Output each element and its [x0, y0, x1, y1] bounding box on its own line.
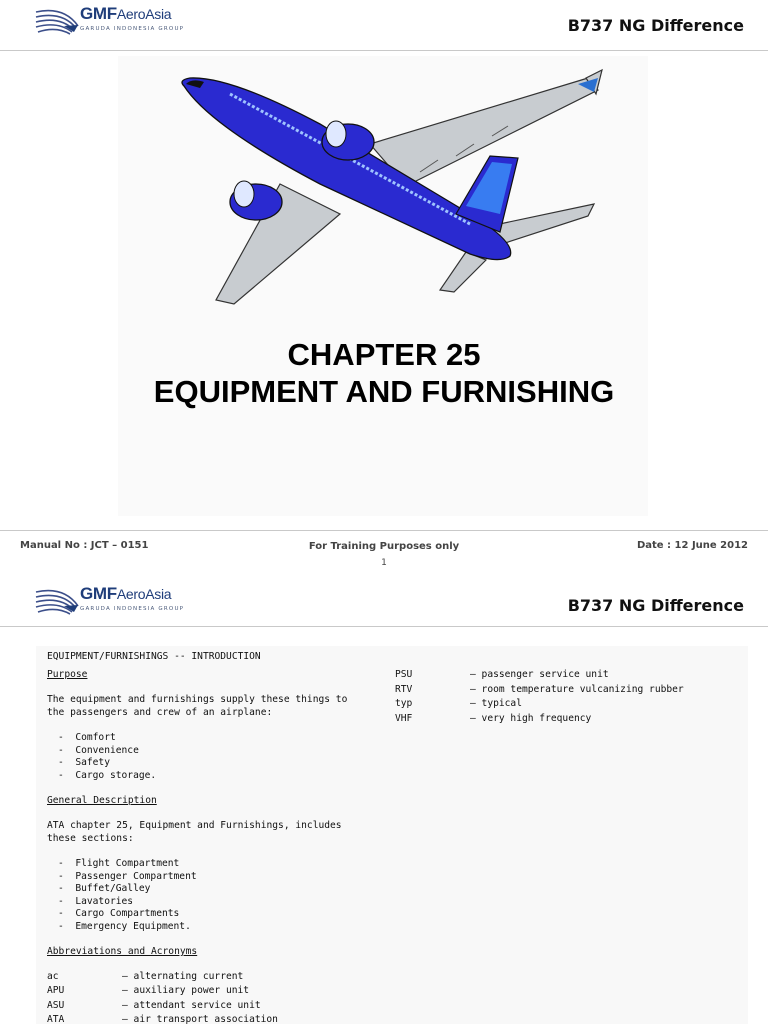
- airplane-illustration: [181, 68, 603, 305]
- abbr-term: ac: [47, 971, 59, 982]
- general-text-line-1: ATA chapter 25, Equipment and Furnishing…: [47, 820, 342, 831]
- abbr-definition: – typical: [470, 698, 522, 709]
- list-item: - Comfort: [58, 732, 116, 743]
- manual-number: Manual No : JCT – 0151: [20, 540, 149, 551]
- list-item: - Buffet/Galley: [58, 883, 151, 894]
- general-description-heading: General Description: [47, 795, 157, 806]
- content-panel: [36, 646, 748, 1024]
- abbr-term: PSU: [395, 669, 413, 680]
- page-footer: Manual No : JCT – 0151 For Training Purp…: [0, 532, 768, 572]
- abbreviations-heading: Abbreviations and Acronyms: [47, 946, 198, 957]
- abbr-definition: – attendant service unit: [122, 1000, 261, 1011]
- list-item: - Flight Compartment: [58, 858, 180, 869]
- list-item: - Lavatories: [58, 896, 134, 907]
- header-divider: [0, 626, 768, 627]
- abbr-definition: – auxiliary power unit: [122, 985, 250, 996]
- abbr-term: VHF: [395, 713, 413, 724]
- abbr-definition: – air transport association: [122, 1014, 278, 1024]
- list-item: - Cargo storage.: [58, 770, 157, 781]
- abbr-term: RTV: [395, 684, 413, 695]
- slide-page-1: GMFAeroAsia GARUDA INDONESIA GROUP B737 …: [0, 0, 768, 572]
- purpose-text-line-2: the passengers and crew of an airplane:: [47, 707, 273, 718]
- list-item: - Emergency Equipment.: [58, 921, 191, 932]
- section-title: EQUIPMENT/FURNISHINGS -- INTRODUCTION: [47, 651, 261, 662]
- list-item: - Passenger Compartment: [58, 871, 197, 882]
- chapter-number: CHAPTER 25: [287, 337, 481, 372]
- gmf-logo-icon: [35, 9, 79, 35]
- slide-canvas: [118, 56, 648, 516]
- abbr-definition: – alternating current: [122, 971, 244, 982]
- brand-name: GMFAeroAsia: [80, 584, 172, 603]
- brand-name: GMFAeroAsia: [80, 4, 172, 23]
- page-header: GMFAeroAsia GARUDA INDONESIA GROUP B737 …: [0, 0, 768, 50]
- page-header: GMFAeroAsia GARUDA INDONESIA GROUP B737 …: [0, 580, 768, 630]
- abbr-definition: – passenger service unit: [470, 669, 609, 680]
- slide-page-2: GMFAeroAsia GARUDA INDONESIA GROUP B737 …: [0, 580, 768, 1024]
- footer-divider: [0, 530, 768, 531]
- list-item: - Cargo Compartments: [58, 908, 180, 919]
- abbr-definition: – very high frequency: [470, 713, 592, 724]
- document-date: Date : 12 June 2012: [636, 540, 748, 551]
- brand-tagline: GARUDA INDONESIA GROUP: [80, 606, 185, 612]
- abbr-term: ATA: [47, 1014, 65, 1024]
- page-number: 1: [381, 558, 387, 568]
- list-item: - Safety: [58, 757, 110, 768]
- abbr-term: typ: [395, 698, 413, 709]
- abbr-term: APU: [47, 985, 65, 996]
- abbr-definition: – room temperature vulcanizing rubber: [470, 684, 684, 695]
- abbr-term: ASU: [47, 1000, 65, 1011]
- general-text-line-2: these sections:: [47, 833, 134, 844]
- header-divider: [0, 50, 768, 51]
- brand-tagline: GARUDA INDONESIA GROUP: [80, 26, 185, 32]
- document-title: B737 NG Difference: [567, 596, 744, 615]
- document-title: B737 NG Difference: [567, 16, 744, 35]
- list-item: - Convenience: [58, 745, 139, 756]
- gmf-logo-icon: [35, 589, 79, 615]
- training-notice: For Training Purposes only: [308, 541, 460, 552]
- chapter-title: CHAPTER 25 EQUIPMENT AND FURNISHING: [0, 336, 768, 410]
- purpose-text-line-1: The equipment and furnishings supply the…: [47, 694, 348, 705]
- chapter-name: EQUIPMENT AND FURNISHING: [153, 374, 615, 409]
- purpose-heading: Purpose: [47, 669, 88, 680]
